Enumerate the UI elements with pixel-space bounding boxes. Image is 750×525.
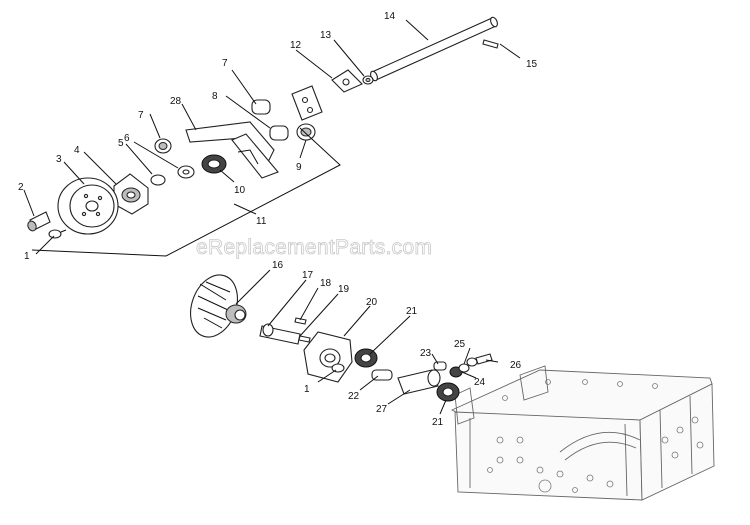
callout-24: 24 (474, 377, 486, 388)
callout-1b: 1 (304, 384, 310, 395)
callout-8: 8 (212, 91, 218, 102)
callout-2: 2 (18, 182, 24, 193)
nut (362, 75, 374, 85)
idler-arm (185, 121, 279, 179)
bearing-housing (303, 331, 353, 383)
callout-21a: 21 (406, 306, 418, 317)
callout-23: 23 (420, 348, 432, 359)
spacer-bushing (251, 99, 289, 141)
carriage-bolt (475, 353, 493, 365)
callout-18: 18 (320, 278, 332, 289)
callout-12: 12 (290, 40, 302, 51)
callout-3: 3 (56, 154, 62, 165)
callout-28: 28 (170, 96, 182, 107)
callout-11: 11 (256, 216, 267, 227)
callout-labels: 1 2 3 4 5 6 7 7 8 9 10 11 12 13 14 15 16… (18, 11, 538, 428)
callout-22: 22 (348, 391, 360, 402)
washer (177, 165, 195, 179)
mounting-bracket (331, 69, 363, 93)
washer-stack (449, 363, 470, 378)
callout-25: 25 (454, 339, 466, 350)
shaft (370, 16, 498, 82)
hex-nut (48, 229, 67, 239)
bushing (154, 138, 172, 154)
callout-10: 10 (234, 185, 246, 196)
woodruff-key (294, 317, 307, 325)
pulley-hub (113, 173, 149, 215)
sleeve (433, 361, 447, 371)
roll-pin (482, 39, 499, 49)
callout-6: 6 (124, 133, 130, 144)
callout-5: 5 (118, 138, 124, 149)
callout-21b: 21 (432, 417, 444, 428)
callout-13: 13 (320, 30, 332, 41)
callout-9: 9 (296, 162, 302, 173)
callout-17: 17 (302, 270, 314, 281)
callout-26: 26 (510, 360, 522, 371)
callout-27: 27 (376, 404, 388, 415)
flange-bushing (296, 123, 316, 141)
callout-1a: 1 (24, 251, 30, 262)
callout-7a: 7 (138, 110, 144, 121)
callout-19: 19 (338, 284, 350, 295)
leader-lines (23, 19, 521, 415)
ball-bearing (436, 382, 460, 402)
stub-shaft (259, 323, 311, 345)
callout-7b: 7 (222, 58, 228, 69)
callout-14: 14 (384, 11, 396, 22)
assembly-bracket-line (31, 127, 341, 257)
impeller-disc (190, 274, 247, 338)
watermark-text: eReplacementParts.com (196, 236, 432, 259)
shoulder-bolt (27, 211, 51, 232)
jam-nut (466, 357, 478, 367)
sleeve-bushing (397, 369, 441, 395)
retainer (150, 174, 166, 186)
support-plate (291, 85, 323, 121)
callout-15: 15 (526, 59, 538, 70)
spacer (371, 369, 393, 381)
callout-4: 4 (74, 145, 80, 156)
callout-16: 16 (272, 260, 284, 271)
ball-bearing (201, 154, 227, 174)
lock-nut (331, 363, 345, 373)
drive-pulley (57, 177, 119, 235)
callout-20: 20 (366, 297, 378, 308)
ball-bearing (354, 348, 378, 368)
auger-housing-frame (450, 365, 715, 501)
